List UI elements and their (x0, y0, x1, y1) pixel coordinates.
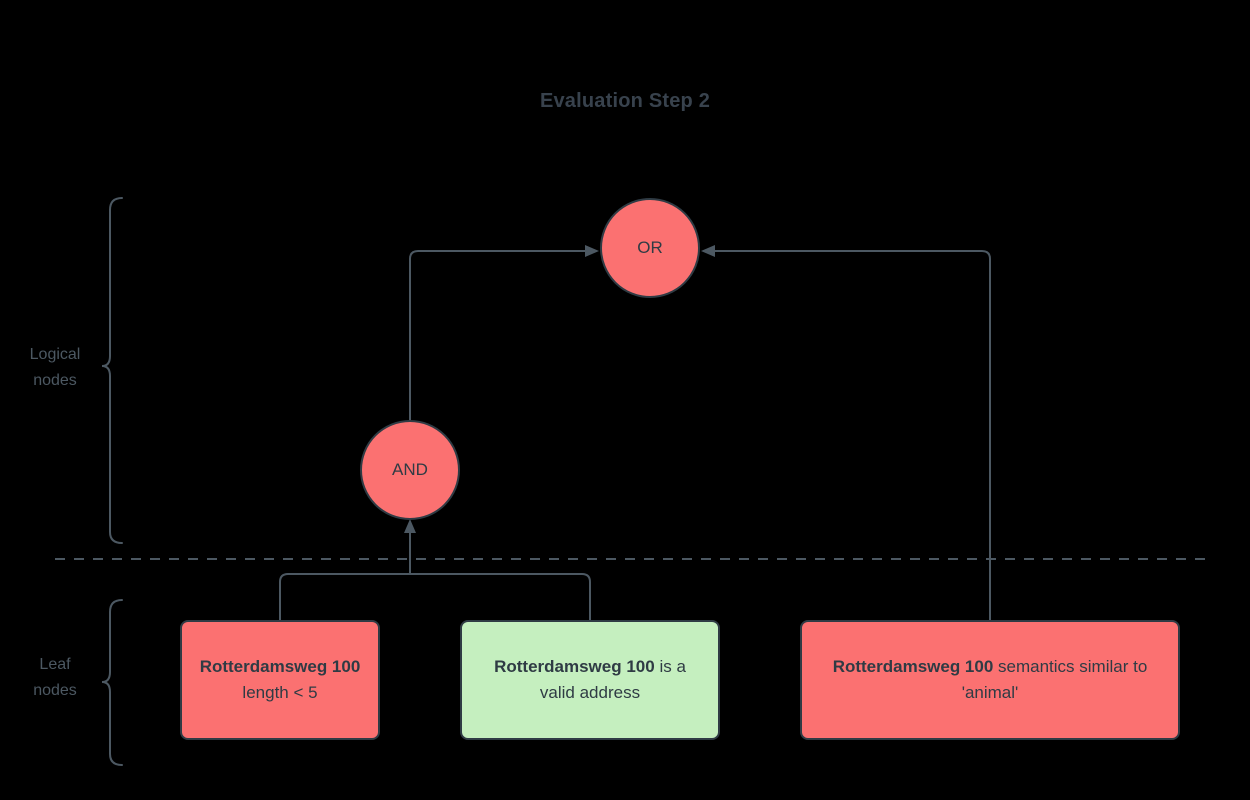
edge-leaf3-to-or-arrowhead (701, 245, 715, 257)
logical-node-and[interactable]: AND (360, 420, 460, 520)
edge-leaf2-to-and (410, 573, 591, 620)
edge-leaf3-to-or (712, 250, 991, 620)
leaf-node-subject: Rotterdamsweg 100 (199, 656, 361, 676)
leaf-node-text: Rotterdamsweg 100 semantics similar to '… (816, 654, 1164, 707)
leaf-node-predicate: semantics similar to 'animal' (961, 656, 1148, 702)
group-label-logical-line2: nodes (33, 371, 77, 389)
group-label-leaf-line1: Leaf (39, 656, 71, 673)
leaf-node-subject: Rotterdamsweg 100 (832, 656, 994, 676)
leaf-node-predicate: length < 5 (242, 683, 318, 702)
group-label-logical-line1: Logical (29, 346, 81, 363)
group-label-logical-nodes: Logical nodes (0, 342, 110, 393)
edge-and-to-or (409, 250, 588, 420)
group-label-leaf-line2: nodes (33, 681, 77, 699)
leaf-node-length-check[interactable]: Rotterdamsweg 100 length < 5 (180, 620, 380, 740)
logical-node-or-label: OR (637, 238, 663, 257)
leaf-node-text: Rotterdamsweg 100 length < 5 (196, 654, 364, 707)
leaf-node-valid-address[interactable]: Rotterdamsweg 100 is a valid address (460, 620, 720, 740)
edge-merge-to-and-arrowhead (404, 519, 416, 533)
leaf-node-semantic-similarity[interactable]: Rotterdamsweg 100 semantics similar to '… (800, 620, 1180, 740)
leaf-node-predicate: is a valid address (539, 656, 686, 702)
page-title: Evaluation Step 2 (539, 90, 711, 112)
leaf-node-text: Rotterdamsweg 100 is a valid address (476, 654, 704, 707)
logical-node-and-label: AND (392, 460, 428, 479)
leaf-node-subject: Rotterdamsweg 100 (494, 656, 655, 676)
edge-and-to-or-arrowhead (585, 245, 599, 257)
group-label-leaf-nodes: Leaf nodes (0, 652, 110, 703)
logical-node-or[interactable]: OR (600, 198, 700, 298)
edge-leaf1-to-and (279, 573, 410, 620)
